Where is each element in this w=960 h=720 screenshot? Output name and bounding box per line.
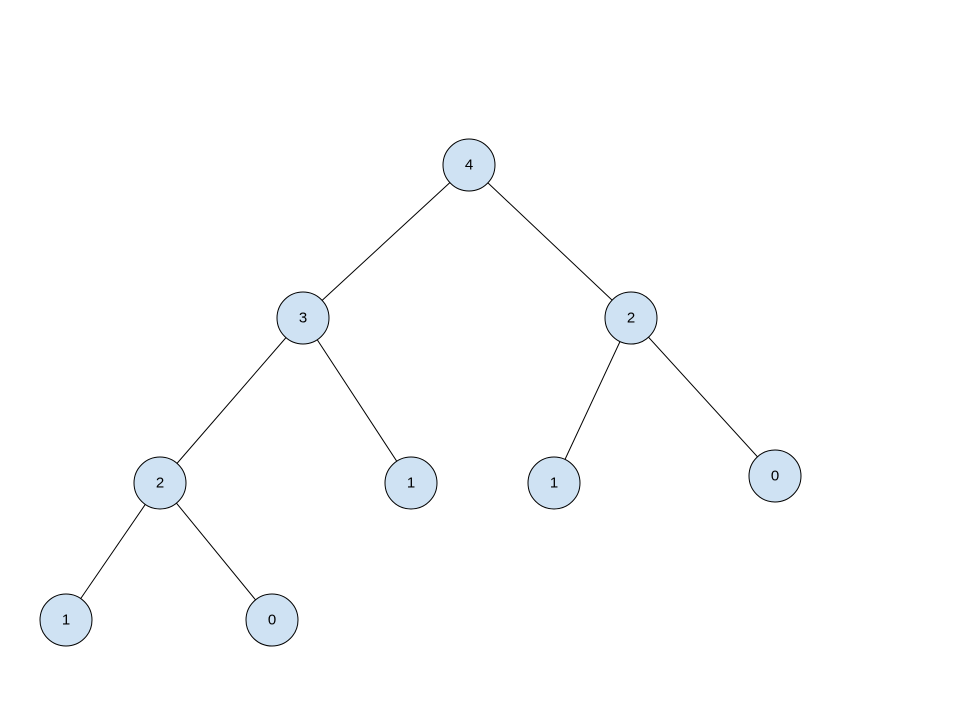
node-circle bbox=[604, 291, 658, 345]
edge-r-rl bbox=[553, 317, 632, 484]
node-circle bbox=[245, 593, 299, 647]
tree-node-llr: 0 bbox=[245, 593, 299, 647]
tree-node-r: 2 bbox=[604, 291, 658, 345]
node-label: 3 bbox=[299, 310, 307, 327]
tree-node-lr: 1 bbox=[384, 456, 438, 510]
tree-node-rr: 0 bbox=[748, 449, 802, 503]
edge-l-ll bbox=[159, 317, 304, 484]
edges-layer bbox=[65, 164, 776, 621]
node-label: 1 bbox=[62, 612, 70, 629]
node-circle bbox=[748, 449, 802, 503]
tree-node-lll: 1 bbox=[39, 593, 93, 647]
node-label: 1 bbox=[407, 475, 415, 492]
node-label: 1 bbox=[550, 475, 558, 492]
node-circle bbox=[442, 138, 496, 192]
node-circle bbox=[276, 291, 330, 345]
node-circle bbox=[133, 456, 187, 510]
edge-root-r bbox=[468, 164, 632, 319]
edge-root-l bbox=[302, 164, 470, 319]
edge-ll-lll bbox=[65, 482, 161, 621]
edge-ll-llr bbox=[159, 482, 273, 621]
node-label: 2 bbox=[156, 475, 164, 492]
edge-l-lr bbox=[302, 317, 412, 484]
tree-node-l: 3 bbox=[276, 291, 330, 345]
tree-node-rl: 1 bbox=[527, 456, 581, 510]
node-circle bbox=[384, 456, 438, 510]
tree-node-root: 4 bbox=[442, 138, 496, 192]
edge-r-rr bbox=[630, 317, 776, 477]
nodes-layer: 4 3 2 2 1 1 0 1 0 bbox=[39, 138, 802, 647]
node-label: 2 bbox=[627, 310, 635, 327]
node-label: 0 bbox=[268, 612, 276, 629]
node-label: 4 bbox=[465, 157, 473, 174]
tree-node-ll: 2 bbox=[133, 456, 187, 510]
node-circle bbox=[39, 593, 93, 647]
node-circle bbox=[527, 456, 581, 510]
node-label: 0 bbox=[771, 468, 779, 485]
